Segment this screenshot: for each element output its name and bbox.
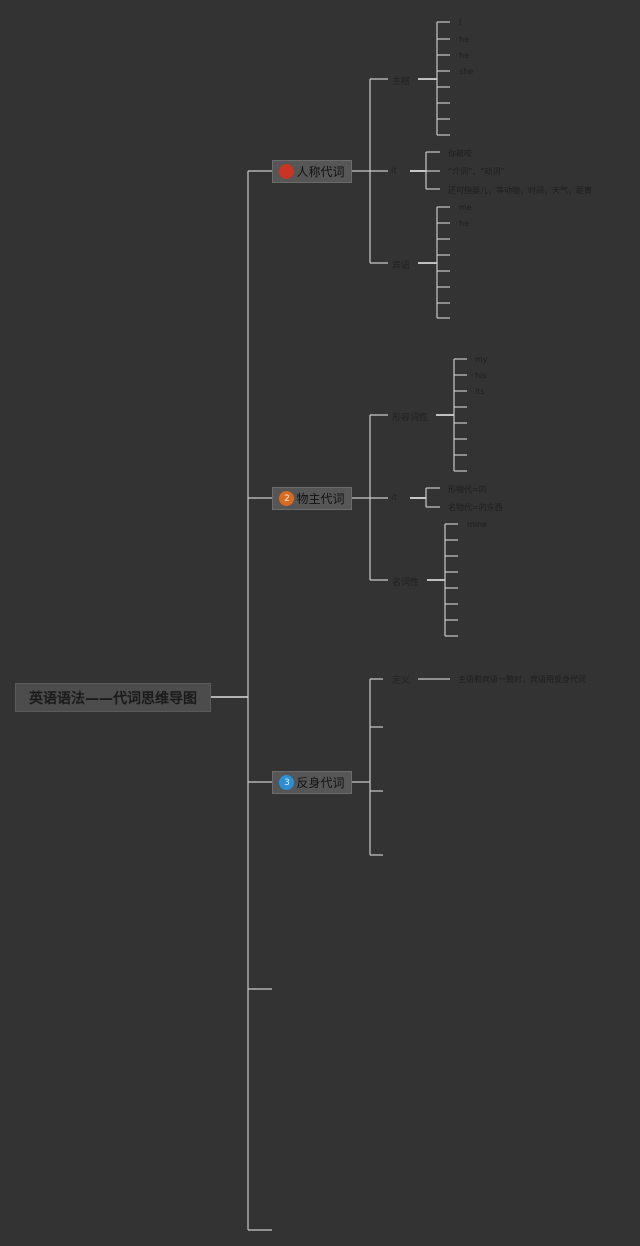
root-title: 英语语法——代词思维导图 [29, 690, 197, 707]
leaf-item: my [475, 355, 488, 364]
leaf-item: his [475, 371, 487, 380]
topic-label: 反身代词 [296, 776, 345, 790]
subtopic-nominative[interactable]: 主格 [392, 77, 411, 87]
leaf-item: she [459, 67, 474, 76]
leaf-item: he [459, 51, 469, 60]
leaf-item: 还可指婴儿，等动物，时间，天气，距离 [448, 186, 592, 195]
leaf-item: he [459, 219, 469, 228]
topic-reflexive-pronoun[interactable]: 3 反身代词 [272, 771, 352, 794]
leaf-item: I [459, 18, 462, 27]
leaf-item: “介词”、“动词” [448, 167, 505, 176]
subtopic-definition[interactable]: 定义 [392, 676, 411, 686]
leaf-item: he [459, 35, 469, 44]
subtopic-adjective-form[interactable]: 形容词性 [392, 413, 429, 423]
topic-label: 人称代词 [296, 165, 345, 179]
topic-label: 物主代词 [296, 492, 345, 506]
badge-2: 2 [279, 491, 295, 506]
subtopic-it[interactable]: it [391, 166, 398, 176]
badge-1 [279, 164, 295, 179]
leaf-item: mine [467, 520, 488, 529]
leaf-item: its [475, 387, 485, 396]
subtopic-noun-form[interactable]: 名词性 [392, 578, 420, 588]
leaf-item: me [459, 203, 472, 212]
leaf-item: 你被咬 [448, 149, 472, 158]
leaf-item: 主语和宾语一致时，宾语用反身代词 [458, 675, 586, 684]
leaf-item: 名物代=的东西 [448, 503, 503, 512]
topic-personal-pronoun[interactable]: 人称代词 [272, 160, 352, 183]
badge-3: 3 [279, 775, 295, 790]
root-topic[interactable]: 英语语法——代词思维导图 [15, 683, 211, 712]
topic-possessive-pronoun[interactable]: 2 物主代词 [272, 487, 352, 510]
leaf-item: 形物代=的 [448, 485, 487, 494]
subtopic-objective[interactable]: 宾语 [392, 261, 411, 271]
subtopic-it[interactable]: it [391, 493, 398, 503]
